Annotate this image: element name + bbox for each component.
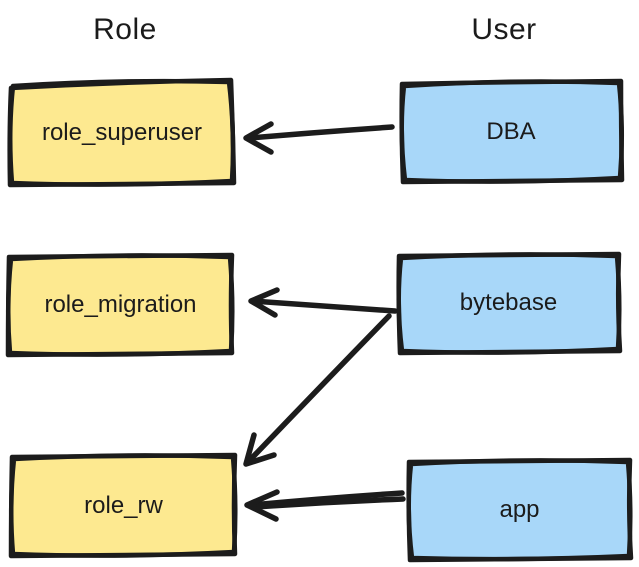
node-box-role-rw (8, 452, 238, 559)
node-fill-app (408, 460, 631, 560)
node-fill-bytebase (398, 254, 620, 353)
node-fill-role-rw (11, 455, 236, 556)
node-box-bytebase (396, 251, 623, 356)
edge-dba-to-role-superuser (243, 121, 395, 155)
node-box-dba (399, 78, 625, 185)
node-box-role-migration (5, 252, 235, 358)
node-box-role-superuser (7, 77, 237, 188)
node-fill-dba (401, 81, 622, 182)
node-box-app (406, 457, 634, 563)
edge-bytebase-to-role-rw (243, 313, 392, 467)
column-header-role: Role (93, 13, 157, 46)
edge-bytebase-to-role-migration (248, 287, 398, 318)
node-fill-role-superuser (10, 81, 233, 185)
node-fill-role-migration (8, 255, 233, 355)
edge-app-to-role-rw (244, 489, 406, 522)
column-header-user: User (471, 13, 537, 46)
